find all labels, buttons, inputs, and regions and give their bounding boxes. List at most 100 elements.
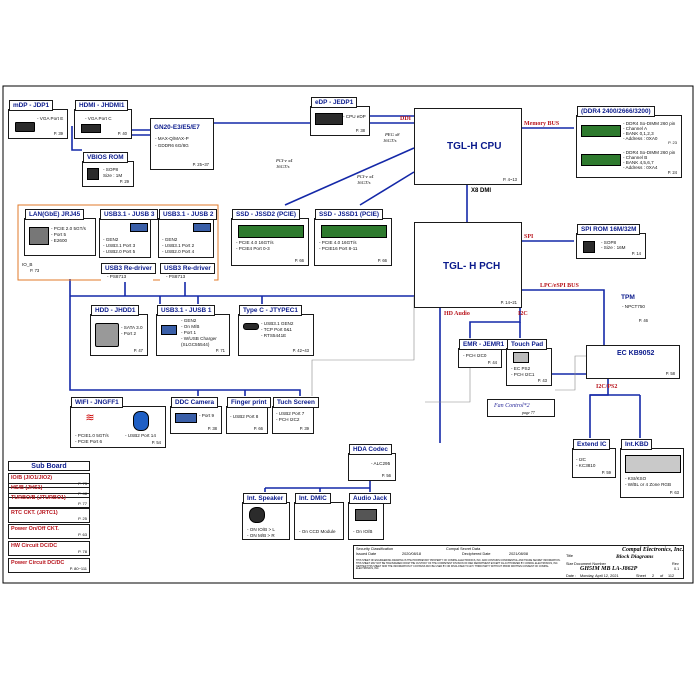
camera-line: - Port 9 (199, 413, 215, 418)
redriver2-title: USB3 Re-driver (160, 263, 215, 274)
ssd2-line-1: - PCIE 4.0 16GT/s (236, 240, 274, 245)
touchpad-page: P. 43 (537, 378, 547, 383)
type-c-port-icon (243, 323, 259, 330)
codec-line: - ALC295 (371, 461, 391, 466)
subboard-item-page: P. 77 (78, 501, 87, 506)
ssd1-line-1: - PCIE 4.0 16GT/s (319, 240, 357, 245)
i2c-label: I2C (518, 311, 528, 317)
ssd2-block: SSD - JSSD2 (PCIE) - PCIE 4.0 16GT/s - P… (231, 209, 309, 266)
ddr-slot1-line-2: - Channel A (623, 126, 648, 131)
confidential-notice: THIS SHEET OF ENGINEERING DRAWING IS THE… (356, 559, 561, 571)
camera-block: DDC Camera - Port 9 P. 38 (170, 397, 222, 434)
mdp-block: mDP - JDP1 - VGA Port E P. 39 (8, 100, 68, 139)
speaker-icon (249, 507, 265, 523)
wifi-bt-line: - USB2 Port 14 (125, 433, 156, 438)
speaker-line-2: - ON M/B > R (247, 533, 275, 538)
extendic-line-2: - KC3810 (576, 463, 596, 468)
touchscreen-line-1: - USB2 Port 7 (276, 411, 305, 416)
rom-chip-icon (583, 241, 595, 253)
typec-line-1: - USB3.1 GEN2 (261, 321, 294, 326)
subboard-item-page: P. 63 (78, 532, 87, 537)
tpm-title: TPM (618, 293, 638, 302)
cpu-page: P. 4~13 (502, 177, 517, 182)
usb2-block: USB3.1 - JUSB 2 - GEN2 - USB3.1 Port 2 -… (158, 209, 218, 258)
usb2-line-1: - GEN2 (162, 237, 178, 242)
bluetooth-icon (133, 411, 149, 431)
redriver1-block: USB3 Re-driver - PS8713 (101, 263, 156, 282)
wifi-page: P. 54 (151, 440, 161, 445)
tpm-page: P. 46 (638, 318, 648, 323)
lpc-line-tpm (522, 289, 605, 303)
dimm-slot-b-icon (581, 154, 621, 166)
fan-control-page: page 77 (522, 410, 535, 415)
speaker-title: Int. Speaker (243, 493, 288, 504)
usb3-line-1: - GEN2 (103, 237, 119, 242)
fan-control-line (555, 355, 586, 391)
issued-date: 2020/08/18 (402, 552, 422, 556)
pcie-a-label-2: 16GT/s (276, 164, 290, 169)
lan-line-3: - E2600 (51, 238, 68, 243)
spirom-title: SPI ROM 16M/32M (577, 224, 641, 235)
subboard-header: Sub Board (8, 461, 90, 471)
hdmi-page: P. 40 (117, 131, 127, 136)
ddr-slot2-page: P. 24 (667, 170, 677, 175)
audio-jack-icon (355, 509, 377, 521)
finger-page: P. 66 (253, 426, 263, 431)
subboard-item-label: HS/B (JHS1) (11, 485, 43, 491)
size-label: Size (566, 562, 574, 566)
vbios-line-2: Size : 1M (103, 173, 123, 178)
touchscreen-title: Tuch Screen (273, 397, 319, 408)
tpm-block: TPM - NPCT750 P. 46 (618, 293, 652, 325)
fan-control-label: Fan Control*2 (494, 403, 530, 409)
cpu-block: TGL-H CPU P. 4~13 (414, 108, 522, 185)
hdd-title: HDD - JHDD1 (91, 305, 140, 316)
camera-title: DDC Camera (171, 397, 219, 408)
kbd-block: Int.KBD - KSI/KSO - W/BL or 4 Zone RGB P… (620, 439, 684, 498)
hdmi-block: HDMI - JHDMI1 - VGA Port C P. 40 (74, 100, 132, 139)
jack-block: Audio Jack - On IO/B (348, 493, 392, 540)
wifi-block: WIFI - JNGFF1 ≋ - PCIE1.0 5GT/s - PCIE P… (70, 397, 166, 448)
wifi-line-1: - PCIE1.0 5GT/s (75, 433, 109, 438)
camera-page: P. 38 (207, 426, 217, 431)
mdp-line: - VGA Port E (37, 116, 64, 121)
vbios-line-1: - SOP8 (103, 167, 119, 172)
finger-block: Finger print - USB2 Port 8 P. 66 (226, 397, 271, 434)
subboard-item-label: TURBO/B (JTURBO1) (11, 495, 66, 501)
wifi-icon: ≋ (81, 411, 99, 425)
displayport-connector-icon (15, 122, 35, 132)
jack-title: Audio Jack (349, 493, 392, 504)
usb3-line-2: - USB3.1 Port 3 (103, 243, 136, 248)
sheet-title: Block Diagrams (616, 554, 654, 560)
edp-block: eDP - JEDP1 - CPU eDP P. 38 (310, 97, 370, 136)
usb2-title: USB3.1 - JUSB 2 (159, 209, 218, 220)
touchpad-title: Touch Pad (507, 339, 548, 350)
touchpad-line-1: - EC PS2 (511, 366, 531, 371)
ssd1-block: SSD - JSSD1 (PCIE) - PCIE 4.0 16GT/s - P… (314, 209, 392, 266)
rev-value: 0.1 (674, 567, 680, 571)
touchscreen-block: Tuch Screen - USB2 Port 7 - PCH I2C2 P. … (272, 397, 319, 434)
typec-page: P. 42~43 (292, 348, 309, 353)
kbd-title: Int.KBD (621, 439, 653, 450)
extendic-page: P. 59 (601, 470, 611, 475)
ddr-slot1-line-1: - DDR4 So-DIMM 260 pin (623, 121, 676, 126)
usb-port-icon (193, 223, 211, 232)
sheet-of: of (660, 574, 664, 578)
sheet-number: 2 (652, 574, 655, 578)
jack-line: - On IO/B (353, 529, 373, 534)
redriver2-line: - PS8713 (166, 274, 186, 279)
ssd1-title: SSD - JSSD1 (PCIE) (315, 209, 384, 220)
security-label: Security Classification (356, 547, 394, 551)
typec-title: Type C - JTYPEC1 (239, 305, 302, 316)
extendic-block: Extend IC - I2C - KC3810 P. 59 (572, 439, 616, 478)
io-board-label: IO_B (22, 262, 33, 267)
io-board-page: P. 73 (30, 268, 40, 273)
vbios-page: P. 29 (119, 179, 129, 184)
codec-page: P. 56 (381, 473, 391, 478)
touchscreen-i2c-line (311, 296, 415, 396)
typec-line-2: - TCP Port 0&1 (261, 327, 292, 332)
i2c-ps2-label: I2C/PS2 (596, 384, 618, 390)
spirom-block: SPI ROM 16M/32M - SOP8 - Size : 16M P. 1… (576, 224, 646, 259)
